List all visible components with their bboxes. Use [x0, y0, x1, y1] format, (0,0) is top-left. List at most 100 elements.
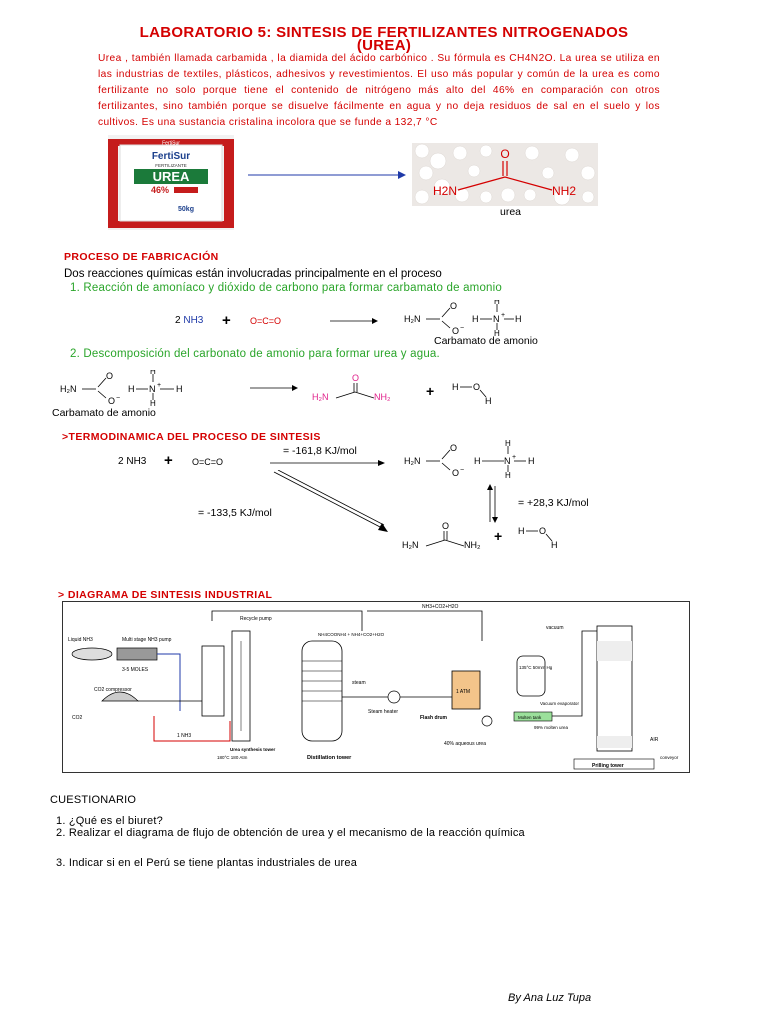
svg-text:O: O: [473, 382, 480, 392]
svg-text:H: H: [485, 396, 492, 406]
thermo-ammonia: 2 NH3: [118, 456, 147, 467]
svg-text:H: H: [494, 329, 500, 336]
lbl-co2: CO2: [72, 715, 83, 721]
process-intro: Dos reacciones químicas están involucrad…: [64, 268, 442, 280]
bag-stripe-text: FertiSur: [162, 141, 180, 147]
reaction2-carbamate-structure: H₂N O O− H N+ H H H: [60, 370, 183, 406]
svg-text:N: N: [493, 314, 500, 324]
lbl-nh4-streams: NH4COONH4 + NH4+CO2+H2O: [318, 632, 385, 637]
question-1: 1. ¿Qué es el biuret?: [56, 815, 163, 827]
lbl-evap-cond: 135°C 50mm Hg: [519, 665, 553, 670]
reaction2-reactant-label: Carbamato de amonio: [52, 407, 156, 419]
page-subtitle: (UREA): [356, 37, 412, 54]
reaction2-arrow: [250, 385, 298, 391]
svg-text:O: O: [450, 301, 457, 311]
lbl-vacuum-evap: Vacuum evaporator: [540, 701, 579, 706]
svg-text:H: H: [474, 456, 481, 466]
arrow-bag-to-urea: [248, 171, 406, 179]
lbl-synthesis-cond: 180°C 180 Atm: [217, 755, 248, 760]
urea-caption: urea: [500, 206, 522, 218]
svg-text:O: O: [450, 443, 457, 453]
bag-brand: FertiSur: [152, 151, 190, 162]
svg-text:O: O: [106, 371, 113, 381]
lbl-distillation: Distillation tower: [307, 755, 352, 761]
reaction1-co2: O=C=O: [250, 316, 282, 326]
svg-text:H: H: [505, 471, 511, 478]
svg-text:−: −: [460, 325, 464, 332]
thermo-arrow1: [270, 460, 385, 466]
lbl-molten-urea: 99% molten urea: [534, 725, 569, 730]
carbamate-structure: H₂N O O− H N+ H H H: [404, 300, 522, 336]
svg-text:NH₂: NH₂: [374, 392, 391, 402]
svg-text:−: −: [116, 395, 120, 402]
svg-text:O: O: [442, 521, 449, 531]
lbl-prilling: Prilling tower: [592, 763, 624, 769]
thermo-dh-total: = -133,5 KJ/mol: [198, 507, 272, 519]
svg-text:N: N: [504, 456, 511, 466]
lbl-molten-tank: Molten tank: [518, 715, 542, 720]
svg-text:H₂N: H₂N: [312, 392, 329, 402]
lbl-air: AIR: [650, 737, 659, 743]
thermo-overall-arrow: [273, 470, 388, 532]
thermo-urea-structure: O H₂N NH₂: [402, 521, 481, 550]
reaction1-product-label: Carbamato de amonio: [434, 335, 538, 347]
thermo-plus2: +: [494, 528, 503, 544]
water-structure: H O H: [452, 382, 492, 406]
urea-o-atom: O: [500, 147, 509, 161]
lbl-steam: steam: [352, 680, 366, 686]
bag-percent: 46%: [151, 185, 169, 195]
svg-text:H: H: [518, 526, 525, 536]
urea-left-group: H2N: [433, 184, 457, 198]
svg-text:H: H: [505, 440, 511, 448]
lbl-liquid-tank: Liquid NH3: [68, 637, 93, 643]
lbl-synthesis-tower: Urea synthesis tower: [230, 747, 276, 752]
diagram-heading: > DIAGRAMA DE SINTESIS INDUSTRIAL: [58, 589, 273, 601]
lbl-multistage-pump: Multi stage NH3 pump: [122, 637, 172, 643]
reaction2-urea-structure: O H₂N NH₂: [312, 373, 391, 402]
lbl-co2-compressor: CO2 compressor: [94, 687, 132, 693]
thermo-water-structure: H O H: [518, 526, 558, 550]
svg-text:H: H: [472, 314, 479, 324]
svg-text:H₂N: H₂N: [404, 314, 421, 324]
process-heading: PROCESO DE FABRICACIÓN: [64, 251, 219, 263]
question-3: 3. Indicar si en el Perú se tiene planta…: [56, 857, 358, 869]
svg-text:H: H: [551, 540, 558, 550]
question-2: 2. Realizar el diagrama de flujo de obte…: [56, 827, 525, 839]
svg-text:H: H: [150, 399, 156, 406]
thermo-plus: +: [164, 452, 173, 469]
svg-text:H₂N: H₂N: [404, 456, 421, 466]
author-signature: By Ana Luz Tupa: [508, 992, 592, 1004]
svg-text:+: +: [157, 382, 161, 389]
lbl-steam-heater: Steam heater: [368, 709, 398, 715]
reaction1-ammonia: 2 NH3: [175, 315, 204, 326]
thermo-dh1: = -161,8 KJ/mol: [283, 445, 357, 457]
bag-label-small: FERTILIZANTE: [155, 163, 186, 168]
reaction2-plus: +: [426, 383, 435, 399]
svg-text:H: H: [515, 314, 522, 324]
svg-text:O: O: [539, 526, 546, 536]
process-step1: 1. Reacción de amoníaco y dióxido de car…: [70, 282, 502, 294]
reaction1-plus: +: [222, 312, 231, 329]
questionnaire-heading: CUESTIONARIO: [50, 794, 137, 806]
thermo-equilibrium-arrow: [487, 484, 498, 523]
lbl-flash-drum: Flash drum: [420, 715, 448, 721]
svg-text:H: H: [452, 382, 459, 392]
reaction1-arrow: [330, 318, 378, 324]
svg-text:H₂N: H₂N: [402, 540, 419, 550]
lbl-recycle-pump: Recycle pump: [240, 616, 272, 622]
thermo-dh2: = +28,3 KJ/mol: [518, 497, 589, 509]
lbl-nh3-co2-h2o: NH3+CO2+H2O: [422, 604, 459, 610]
svg-text:N: N: [149, 384, 156, 394]
svg-text:+: +: [512, 454, 516, 461]
lbl-vacuum: vacuum: [546, 625, 564, 631]
lbl-one-nh3: 1 NH3: [177, 733, 191, 739]
svg-text:H: H: [150, 370, 156, 376]
svg-text:NH₂: NH₂: [464, 540, 481, 550]
urea-bag-image: FertiSur FertiSur FERTILIZANTE UREA 46% …: [108, 135, 234, 230]
svg-text:O: O: [352, 373, 359, 383]
industrial-diagram: Recycle pump NH3+CO2+H2O NH4COONH4 + NH4…: [62, 601, 690, 773]
svg-text:O: O: [108, 396, 115, 406]
svg-text:H₂N: H₂N: [60, 384, 77, 394]
bag-product: UREA: [153, 169, 190, 184]
page-title: LABORATORIO 5: SINTESIS DE FERTILIZANTES…: [139, 24, 629, 41]
